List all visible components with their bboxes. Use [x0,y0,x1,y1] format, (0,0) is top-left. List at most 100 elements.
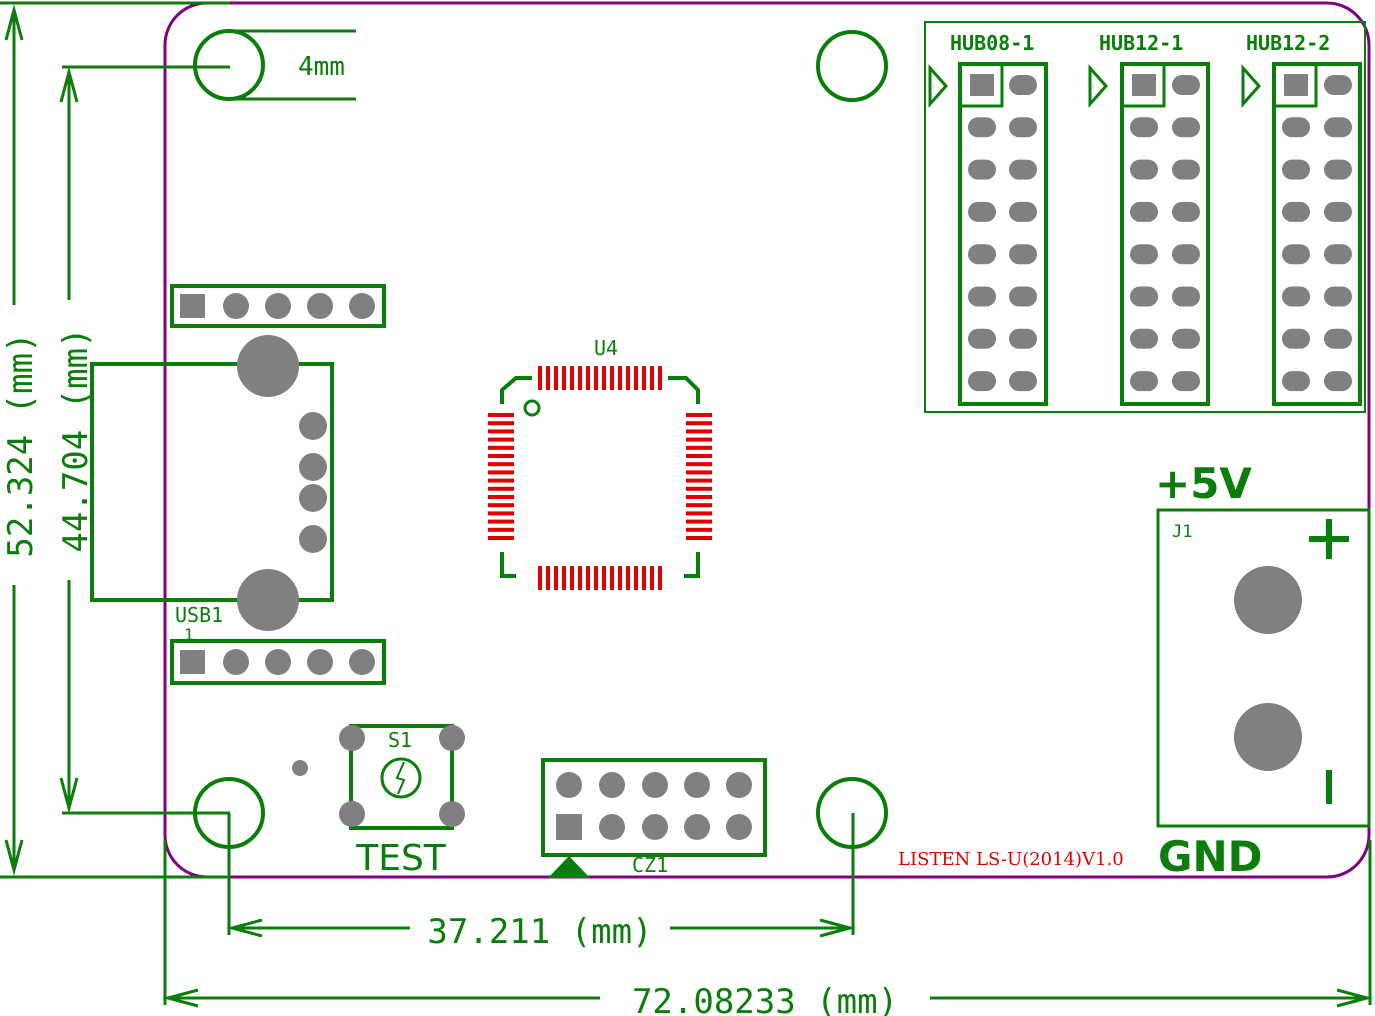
u4-label: U4 [594,336,618,360]
hub-pad [1130,117,1158,138]
hub-pad [1282,244,1310,265]
u4-pin-top [546,366,550,390]
u4-pin-bottom [562,566,566,590]
hub-pad [968,286,996,307]
gnd-label: GND [1158,832,1263,881]
mounting-hole-bottom-left [193,777,265,849]
u4-pin-bottom [610,566,614,590]
hub12-2-label: HUB12-2 [1246,31,1330,55]
u4-pin-left [488,478,514,483]
u4-pin-bottom [602,566,606,590]
u4-pin-right [686,536,712,540]
u4-pin-bottom [618,566,622,590]
hub-pad [1130,371,1158,392]
u4-pin-right [686,421,712,426]
u4-pin-left [488,486,514,491]
hub-pad [1172,75,1200,95]
mounting-hole-top-left [193,29,265,101]
u4-pin-right [686,454,712,458]
hub12-2-header: HUB12-2 [1241,31,1362,406]
u4-pin-left [488,437,514,442]
u4-pin-top [594,366,598,390]
u4-pin-bottom [626,566,630,590]
u4-pin-bottom [578,566,582,590]
hub-pad [1009,244,1037,265]
hub-pad [968,244,996,265]
hub-pad [1009,286,1037,307]
u4-pin-right [686,495,712,499]
hub-pad [1324,201,1352,222]
hub-pad-square [1132,74,1156,96]
hub12-2-pads [1282,74,1352,392]
u4-pin-top [642,366,646,390]
u4-pin-right [686,462,712,467]
u4-pin-top [570,366,574,390]
hub-pad [1282,286,1310,307]
u4-pin-right [686,511,712,516]
u4-pin-top [554,366,558,390]
hub-pad [1172,371,1200,392]
u4-pin-bottom [658,566,662,590]
j1-label: J1 [1172,522,1192,542]
hub08-1-pads [968,74,1037,392]
u4-pin-left [488,511,514,516]
hub-pad [1009,328,1037,349]
dimension-height-outer: 52.324 (mm) [0,1,230,879]
s1-test-switch: S1 TEST [339,724,465,879]
usb1-pin1-label: 1 [184,625,194,644]
width-board-label: 72.08233 (mm) [632,982,898,1016]
hub-pad [968,328,996,349]
hub-pad [1172,201,1200,222]
hub12-1-header: HUB12-1 [1088,31,1210,406]
hub-pad [1282,328,1310,349]
cz1-connector: CZ1 [541,758,767,878]
u4-pin-right [686,445,712,450]
hub-pad [1172,159,1200,180]
hub-pad [1172,286,1200,307]
header-bottom-5pin [170,639,386,685]
u4-pin-top [586,366,590,390]
hub-pad [1324,159,1352,180]
u4-pin-left [488,413,514,417]
hub-pad [1130,328,1158,349]
u4-pin-top [610,366,614,390]
mounting-hole-top-right [816,30,888,102]
cz1-pin1-marker [548,856,590,878]
usb1-connector: USB1 1 [90,335,334,644]
hub-pad [1172,244,1200,265]
u4-pin-bottom [642,566,646,590]
u4-pin-bottom [538,566,542,590]
u4-pin-left [488,519,514,524]
usb1-label: USB1 [175,603,223,627]
cz1-label: CZ1 [632,853,668,877]
hub-pad [1009,159,1037,180]
u4-pin-bottom [650,566,654,590]
u4-pin-right [686,519,712,524]
board-name: LISTEN LS-U(2014)V1.0 [898,849,1124,870]
u4-pin-right [686,478,712,483]
dimension-width-board: 72.08233 (mm) [162,840,1373,1016]
u4-pin-left [488,462,514,467]
hub-pad [1324,371,1352,392]
u4-pin-left [488,470,514,475]
u4-pin-bottom [570,566,574,590]
u4-pin-bottom [554,566,558,590]
u4-pin-top [658,366,662,390]
u4-pin-top [578,366,582,390]
hub-pad [1009,75,1037,95]
hub-pad [1009,201,1037,222]
u4-pin-top [602,366,606,390]
u4-pins [488,366,712,590]
hub-pad [1282,201,1310,222]
j1-power-terminal: J1 [1156,508,1371,828]
hub-pad [1130,244,1158,265]
hub-pad [968,371,996,392]
u4-pin-bottom [594,566,598,590]
u4-pin-right [686,429,712,434]
hub-pad [1009,371,1037,392]
mounting-hole-bottom-right [816,777,888,849]
dimension-height-inner: 44.704 (mm) [55,65,230,815]
hub-headers-frame [924,21,1366,413]
hole-diameter-label: 4mm [298,52,345,82]
